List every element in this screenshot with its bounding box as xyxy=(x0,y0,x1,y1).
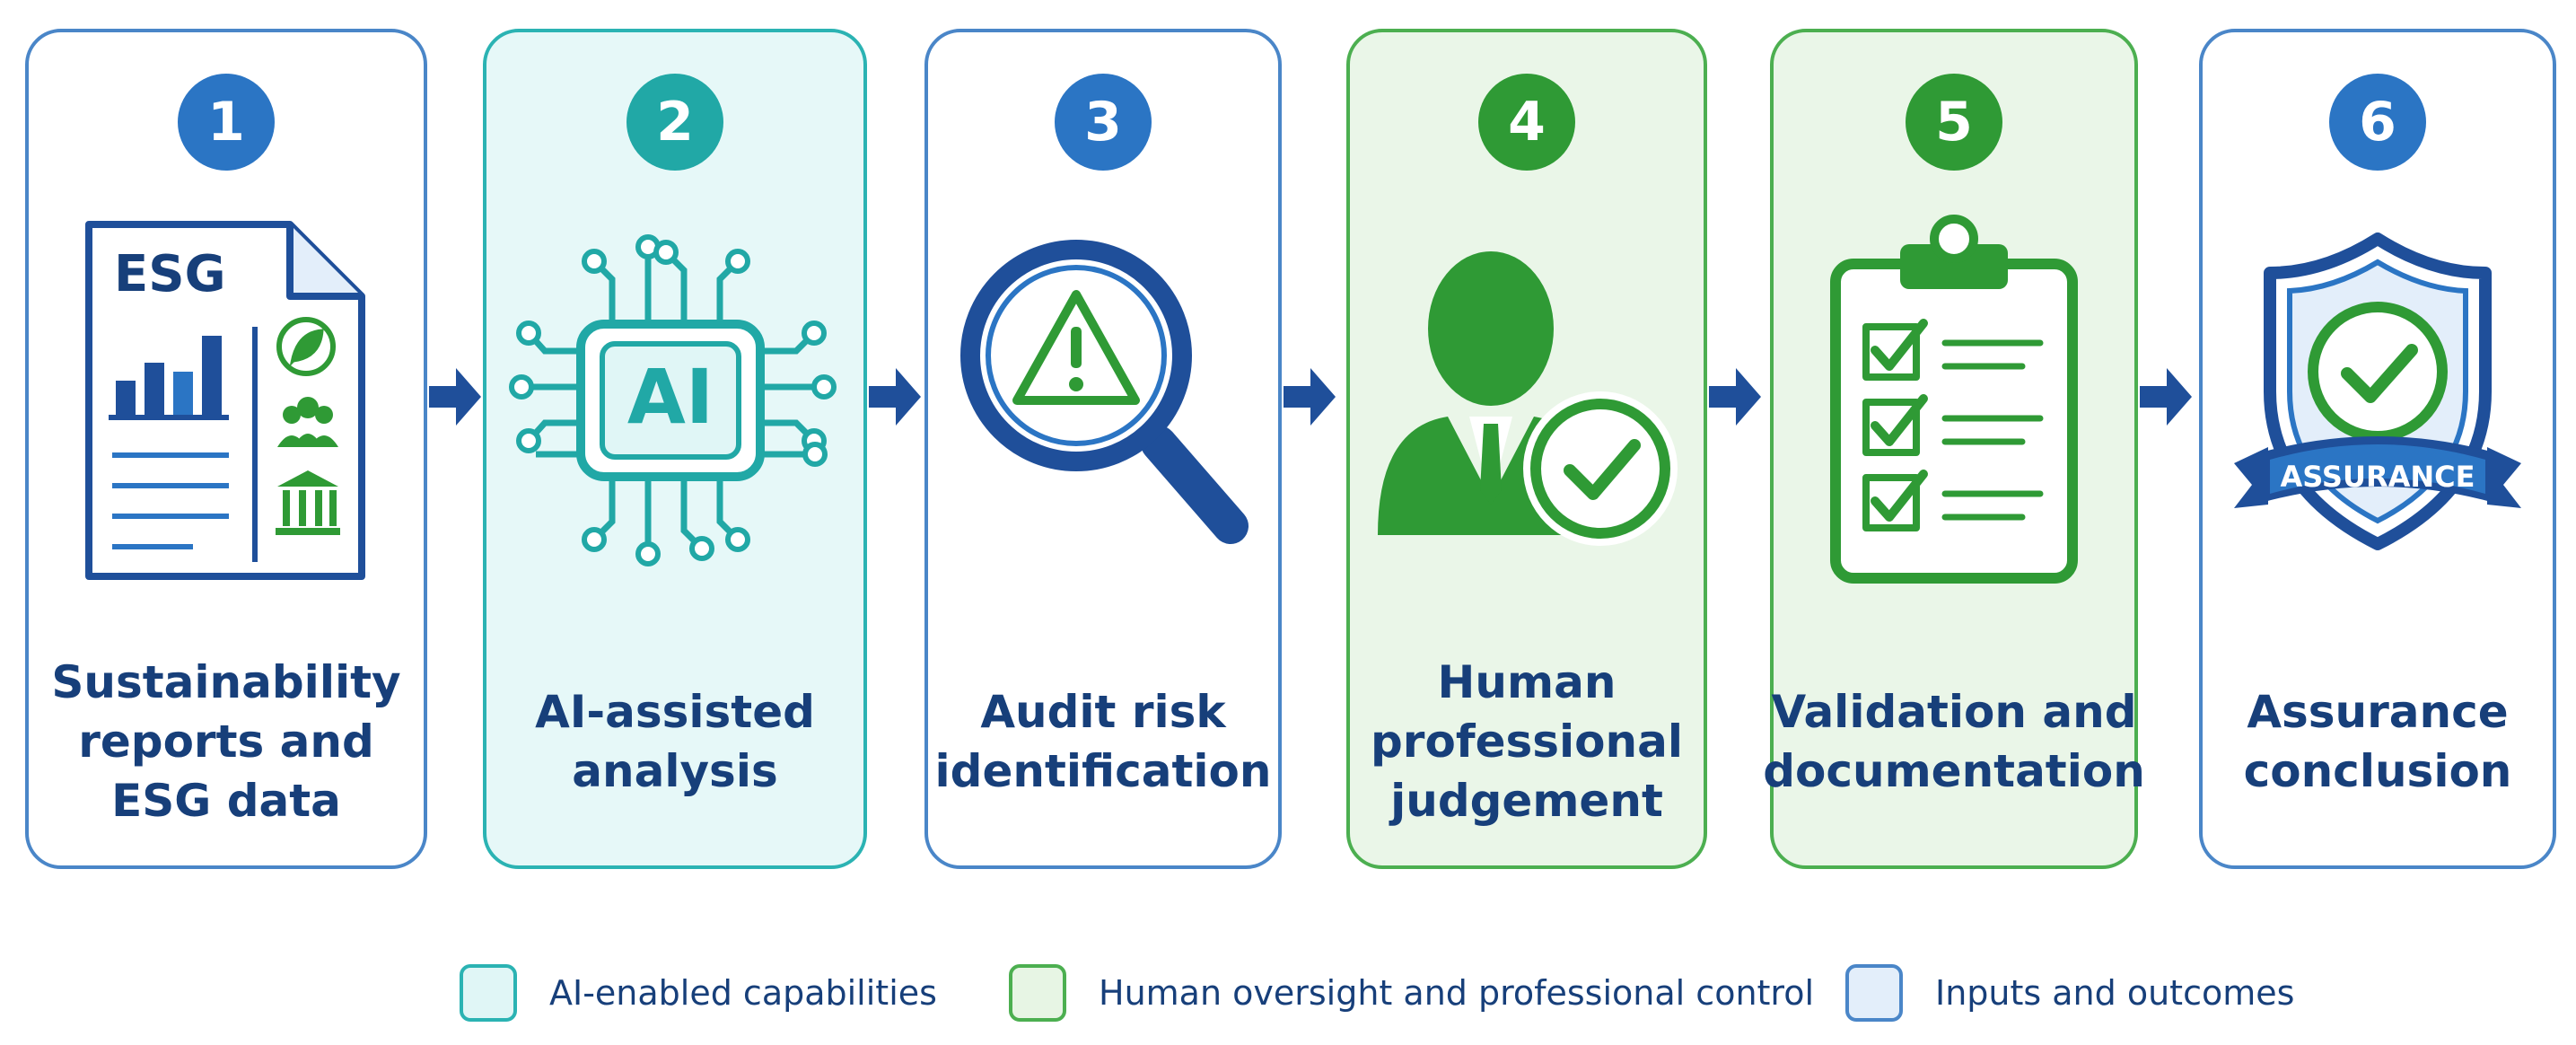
legend-label: AI-enabled capabilities xyxy=(549,973,937,1013)
step-label: Audit risk identification xyxy=(934,686,1272,797)
flow-arrow-icon xyxy=(1282,363,1337,431)
ai-chip-icon: AI xyxy=(486,185,863,616)
legend-swatch xyxy=(1845,964,1903,1022)
step-label: Assurance conclusion xyxy=(2243,686,2512,797)
step-card-4: 4 Human professional judgement xyxy=(1346,29,1707,869)
step-card-3: 3 Audit risk identification xyxy=(924,29,1282,869)
magnifier-warning-icon xyxy=(928,185,1278,616)
step-number-badge: 5 xyxy=(1906,74,2002,171)
step-number-badge: 1 xyxy=(178,74,275,171)
legend-label: Human oversight and professional control xyxy=(1099,973,1815,1013)
step-card-5: 5 Validation and documentation xyxy=(1763,29,2145,869)
assurance-icon-text: ASSURANCE xyxy=(2281,460,2475,494)
ai-icon-text: AI xyxy=(627,353,714,441)
step-number-badge: 4 xyxy=(1478,74,1575,171)
step-number-badge: 2 xyxy=(626,74,723,171)
esg-report-icon: ESG xyxy=(29,185,424,616)
clipboard-checklist-icon xyxy=(1774,185,2134,616)
step-label: Validation and documentation xyxy=(1763,686,2145,797)
flow-arrow-icon xyxy=(2138,363,2194,431)
step-card-2: 2 AI AI-assisted analysis xyxy=(483,29,867,869)
step-card-6: 6 ASSURANCE Assurance conclusion xyxy=(2199,29,2556,869)
legend-item-inputs-outcomes: Inputs and outcomes xyxy=(1845,959,2294,1027)
flow-arrow-icon xyxy=(1707,363,1763,431)
flow-arrow-icon xyxy=(867,363,923,431)
step-label: Sustainability reports and ESG data xyxy=(51,656,401,827)
assurance-shield-icon: ASSURANCE xyxy=(2203,185,2553,616)
esg-icon-text: ESG xyxy=(114,245,226,303)
legend-label: Inputs and outcomes xyxy=(1935,973,2295,1013)
step-number-badge: 3 xyxy=(1055,74,1152,171)
legend-swatch xyxy=(460,964,517,1022)
legend-item-human: Human oversight and professional control xyxy=(1009,959,1814,1027)
person-check-icon xyxy=(1350,185,1704,616)
step-number-badge: 6 xyxy=(2329,74,2426,171)
step-label: AI-assisted analysis xyxy=(535,686,815,797)
step-label: Human professional judgement xyxy=(1371,656,1683,827)
step-card-1: 1 ESG Su xyxy=(25,29,427,869)
legend-swatch xyxy=(1009,964,1066,1022)
flow-arrow-icon xyxy=(427,363,483,431)
legend-item-ai: AI-enabled capabilities xyxy=(460,959,937,1027)
